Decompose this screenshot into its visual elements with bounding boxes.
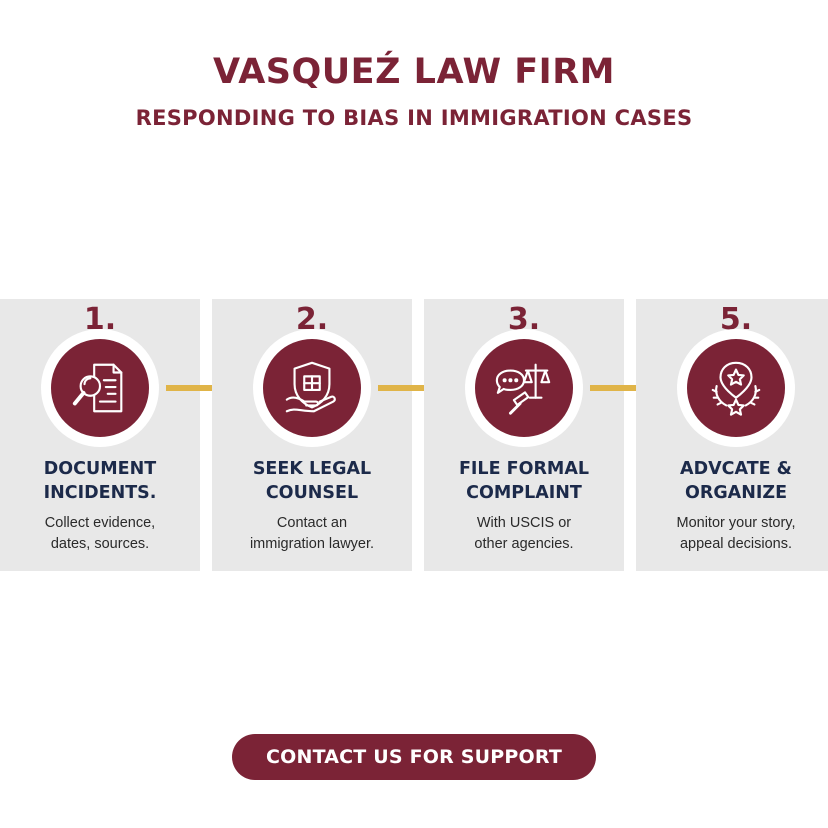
step-desc-line: dates, sources. (50, 536, 150, 552)
icon-ring (465, 329, 583, 447)
icon-ring (253, 329, 371, 447)
step-title-line: COMPLAINT (466, 483, 582, 503)
page-title: VASQUEŹ LAW FIRM (213, 52, 615, 92)
step-description: Monitor your story, appeal decisions. (636, 513, 828, 555)
step-title-line: ADVCATE & (680, 459, 792, 479)
icon-ring (41, 329, 159, 447)
step-desc-line: other agencies. (474, 536, 574, 552)
step-title-line: DOCUMENT (43, 459, 157, 479)
step-title-line: SEEK LEGAL (252, 459, 372, 479)
document-search-icon (51, 339, 149, 437)
star-laurel-icon (687, 339, 785, 437)
step-desc-line: appeal decisions. (679, 536, 793, 552)
scales-gavel-icon (475, 339, 573, 437)
step-title: FILE FORMAL COMPLAINT (424, 457, 624, 505)
step-title-line: FILE FORMAL (458, 459, 590, 479)
step-title-line: COUNSEL (265, 483, 359, 503)
contact-support-button[interactable]: CONTACT US FOR SUPPORT (232, 734, 596, 780)
page-subtitle: RESPONDING TO BIAS IN IMMIGRATION CASES (135, 106, 693, 130)
step-desc-line: immigration lawyer. (249, 536, 375, 552)
step-desc-line: Contact an (276, 515, 348, 531)
step-card-4: 5. ADVCATE & ORGANIZE Monitor your story… (636, 299, 828, 571)
step-card-3: 3. FILE FORMAL COMPLAINT With USCIS or o… (424, 299, 624, 571)
step-card-2: 2. SEEK LEGAL COUNSEL Contact an immigra… (212, 299, 412, 571)
step-description: With USCIS or other agencies. (424, 513, 624, 555)
step-title: SEEK LEGAL COUNSEL (212, 457, 412, 505)
step-title: DOCUMENT INCIDENTS. (0, 457, 200, 505)
step-description: Collect evidence, dates, sources. (0, 513, 200, 555)
step-card-1: 1. DOCUMENT INCIDENTS. Collect evidence,… (0, 299, 200, 571)
icon-ring (677, 329, 795, 447)
step-desc-line: With USCIS or (476, 515, 572, 531)
step-title-line: ORGANIZE (684, 483, 788, 503)
step-desc-line: Collect evidence, (44, 515, 156, 531)
step-desc-line: Monitor your story, (676, 515, 796, 531)
step-title-line: INCIDENTS. (43, 483, 157, 503)
shield-hand-icon (263, 339, 361, 437)
step-title: ADVCATE & ORGANIZE (636, 457, 828, 505)
step-description: Contact an immigration lawyer. (212, 513, 412, 555)
